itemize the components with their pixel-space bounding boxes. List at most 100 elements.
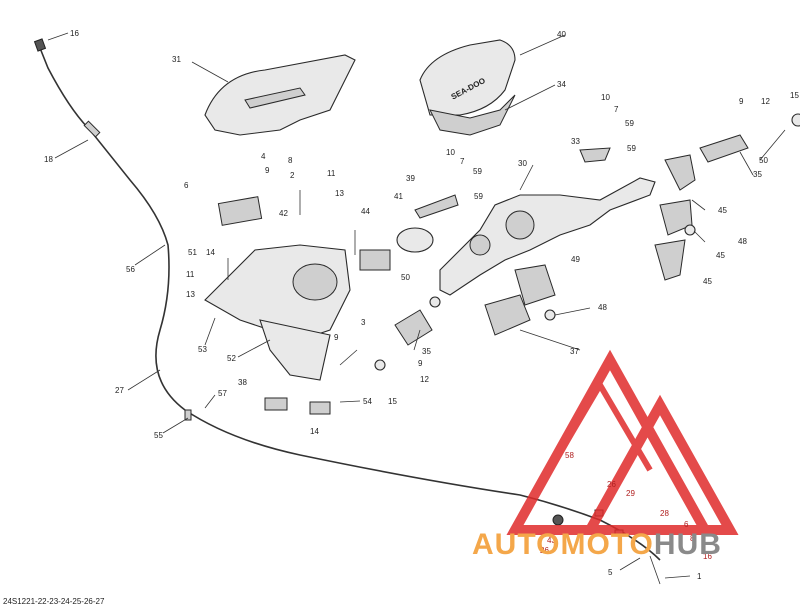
callout-59-mid-b: 59 bbox=[474, 192, 483, 201]
callout-16-top: 16 bbox=[70, 29, 79, 38]
callout-56: 56 bbox=[126, 265, 135, 274]
lever-39 bbox=[414, 194, 459, 219]
callout-12-low: 12 bbox=[420, 375, 429, 384]
callout-labels: 16 18 31 40 34 10 7 59 33 59 9 12 15 50 … bbox=[44, 29, 799, 581]
cable-clip bbox=[184, 409, 192, 421]
callout-30: 30 bbox=[518, 159, 527, 168]
housing-port bbox=[292, 263, 338, 301]
callout-49: 49 bbox=[571, 255, 580, 264]
callout-9-low-a: 9 bbox=[334, 333, 339, 342]
callout-14-top: 14 bbox=[206, 248, 215, 257]
callout-53: 53 bbox=[198, 345, 207, 354]
callout-38: 38 bbox=[238, 378, 247, 387]
bracket-51 bbox=[217, 196, 263, 226]
callout-26-a: 26 bbox=[607, 480, 616, 489]
steering-module-30 bbox=[439, 177, 656, 296]
callout-2: 2 bbox=[290, 171, 295, 180]
callout-40: 40 bbox=[557, 30, 566, 39]
callout-14-low: 14 bbox=[310, 427, 319, 436]
callout-41: 41 bbox=[394, 192, 403, 201]
callout-9-left: 9 bbox=[265, 166, 270, 175]
callout-43: 43 bbox=[547, 536, 556, 545]
callout-29: 29 bbox=[626, 489, 635, 498]
callout-3: 3 bbox=[361, 318, 366, 327]
watermark-logo bbox=[506, 349, 739, 535]
callout-34: 34 bbox=[557, 80, 566, 89]
right-grip-35 bbox=[699, 134, 749, 163]
grip-end-cap-15 bbox=[791, 113, 800, 127]
cable-end-fitting bbox=[33, 38, 47, 52]
callout-10-right: 10 bbox=[601, 93, 610, 102]
callout-55: 55 bbox=[154, 431, 163, 440]
callout-50-right: 50 bbox=[759, 156, 768, 165]
washer-48b bbox=[684, 224, 696, 236]
callout-37: 37 bbox=[570, 347, 579, 356]
switch-housing-37 bbox=[484, 294, 531, 336]
callout-35-left: 35 bbox=[422, 347, 431, 356]
callout-9-low-b: 9 bbox=[418, 359, 423, 368]
callout-59-right-b: 59 bbox=[627, 144, 636, 153]
callout-10-mid: 10 bbox=[446, 148, 455, 157]
watermark-brand-part1: AUTOMOTO bbox=[472, 528, 654, 561]
callout-54: 54 bbox=[363, 397, 372, 406]
callout-13-left: 13 bbox=[186, 290, 195, 299]
callout-57: 57 bbox=[218, 389, 227, 398]
top-cover-40 bbox=[419, 39, 516, 116]
diagram-reference-code: 24S1221-22-23-24-25-26-27 bbox=[3, 597, 105, 606]
clamp-44 bbox=[359, 249, 391, 271]
nut-50 bbox=[429, 296, 441, 308]
callout-44: 44 bbox=[361, 207, 370, 216]
throttle-cable bbox=[39, 47, 661, 561]
module-hub bbox=[469, 234, 491, 256]
watermark-brand-part2: HUB bbox=[653, 528, 722, 561]
callout-45-c: 45 bbox=[703, 277, 712, 286]
callout-16-low: 16 bbox=[703, 552, 712, 561]
callout-59-mid-a: 59 bbox=[473, 167, 482, 176]
callout-45-a: 45 bbox=[718, 206, 727, 215]
callout-15-low: 15 bbox=[388, 397, 397, 406]
lever-33 bbox=[579, 147, 611, 163]
callout-26-b: 26 bbox=[540, 546, 549, 555]
bracket-38 bbox=[264, 397, 288, 411]
callout-15-right: 15 bbox=[790, 91, 799, 100]
callout-6-low: 6 bbox=[684, 520, 689, 529]
callout-35-right: 35 bbox=[753, 170, 762, 179]
callout-58: 58 bbox=[565, 451, 574, 460]
callout-51: 51 bbox=[188, 248, 197, 257]
callout-6-left: 6 bbox=[184, 181, 189, 190]
callout-50-mid: 50 bbox=[401, 273, 410, 282]
callout-7-right: 7 bbox=[614, 105, 619, 114]
callout-33: 33 bbox=[571, 137, 580, 146]
cable-adjuster bbox=[83, 120, 101, 138]
left-grip-35 bbox=[394, 309, 433, 346]
adjuster-43 bbox=[552, 514, 564, 526]
callout-12-right: 12 bbox=[761, 97, 770, 106]
callout-1: 1 bbox=[697, 572, 702, 581]
bracket-54 bbox=[309, 401, 331, 415]
callout-5: 5 bbox=[608, 568, 613, 577]
callout-11-top: 11 bbox=[327, 169, 336, 178]
callout-4: 4 bbox=[261, 152, 266, 161]
callout-59-right-a: 59 bbox=[625, 119, 634, 128]
cover-vent bbox=[244, 87, 306, 109]
switch-housing-49 bbox=[514, 264, 556, 306]
callout-8-low: 8 bbox=[690, 534, 695, 543]
bolt-1 bbox=[649, 555, 661, 585]
cover-base-34 bbox=[429, 94, 516, 136]
callout-27: 27 bbox=[115, 386, 124, 395]
washer-15 bbox=[374, 359, 386, 371]
callout-9-right: 9 bbox=[739, 97, 744, 106]
callout-11-left: 11 bbox=[186, 270, 195, 279]
callout-48-right: 48 bbox=[738, 237, 747, 246]
callout-7-mid: 7 bbox=[460, 157, 465, 166]
lower-housing-52 bbox=[259, 319, 331, 381]
washer-48a bbox=[544, 309, 556, 321]
screw-3 bbox=[339, 349, 358, 366]
watermark-brand-text: AUTOMOTOHUB bbox=[472, 528, 722, 562]
callout-18: 18 bbox=[44, 155, 53, 164]
callout-28: 28 bbox=[660, 509, 669, 518]
callout-13-top: 13 bbox=[335, 189, 344, 198]
callout-42: 42 bbox=[279, 209, 288, 218]
